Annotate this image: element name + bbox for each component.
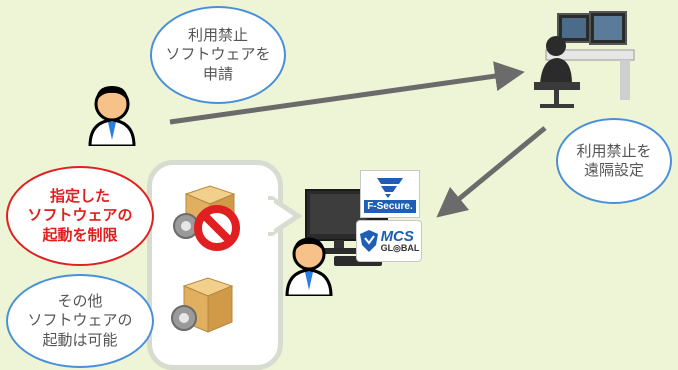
user-icon xyxy=(88,86,136,146)
fsecure-logo-text: F-Secure. xyxy=(364,199,416,213)
shield-icon xyxy=(359,230,378,252)
global-logo-text: GL◎BAL xyxy=(380,243,420,253)
panel-pointer xyxy=(268,196,302,236)
user-icon xyxy=(285,237,333,296)
bubble-apply: 利用禁止 ソフトウェアを 申請 xyxy=(150,6,286,104)
remote-setting-arrow xyxy=(436,126,547,218)
fsecure-logo: F-Secure. xyxy=(360,170,420,218)
bubble-allowed: その他 ソフトウェアの 起動は可能 xyxy=(6,274,154,368)
mcs-logo-text: MCS xyxy=(380,228,414,245)
bubble-remote-setting: 利用禁止を 遠隔設定 xyxy=(556,118,672,204)
bubble-restricted: 指定した ソフトウェアの 起動を制限 xyxy=(6,166,154,266)
fsecure-mark-icon xyxy=(377,177,403,198)
mcs-global-logo: MCS GL◎BAL xyxy=(356,220,422,262)
prohibited-icon xyxy=(194,205,240,251)
admin-workstation-icon xyxy=(534,11,635,108)
software-box-icon xyxy=(171,277,234,333)
request-arrow xyxy=(169,61,525,125)
